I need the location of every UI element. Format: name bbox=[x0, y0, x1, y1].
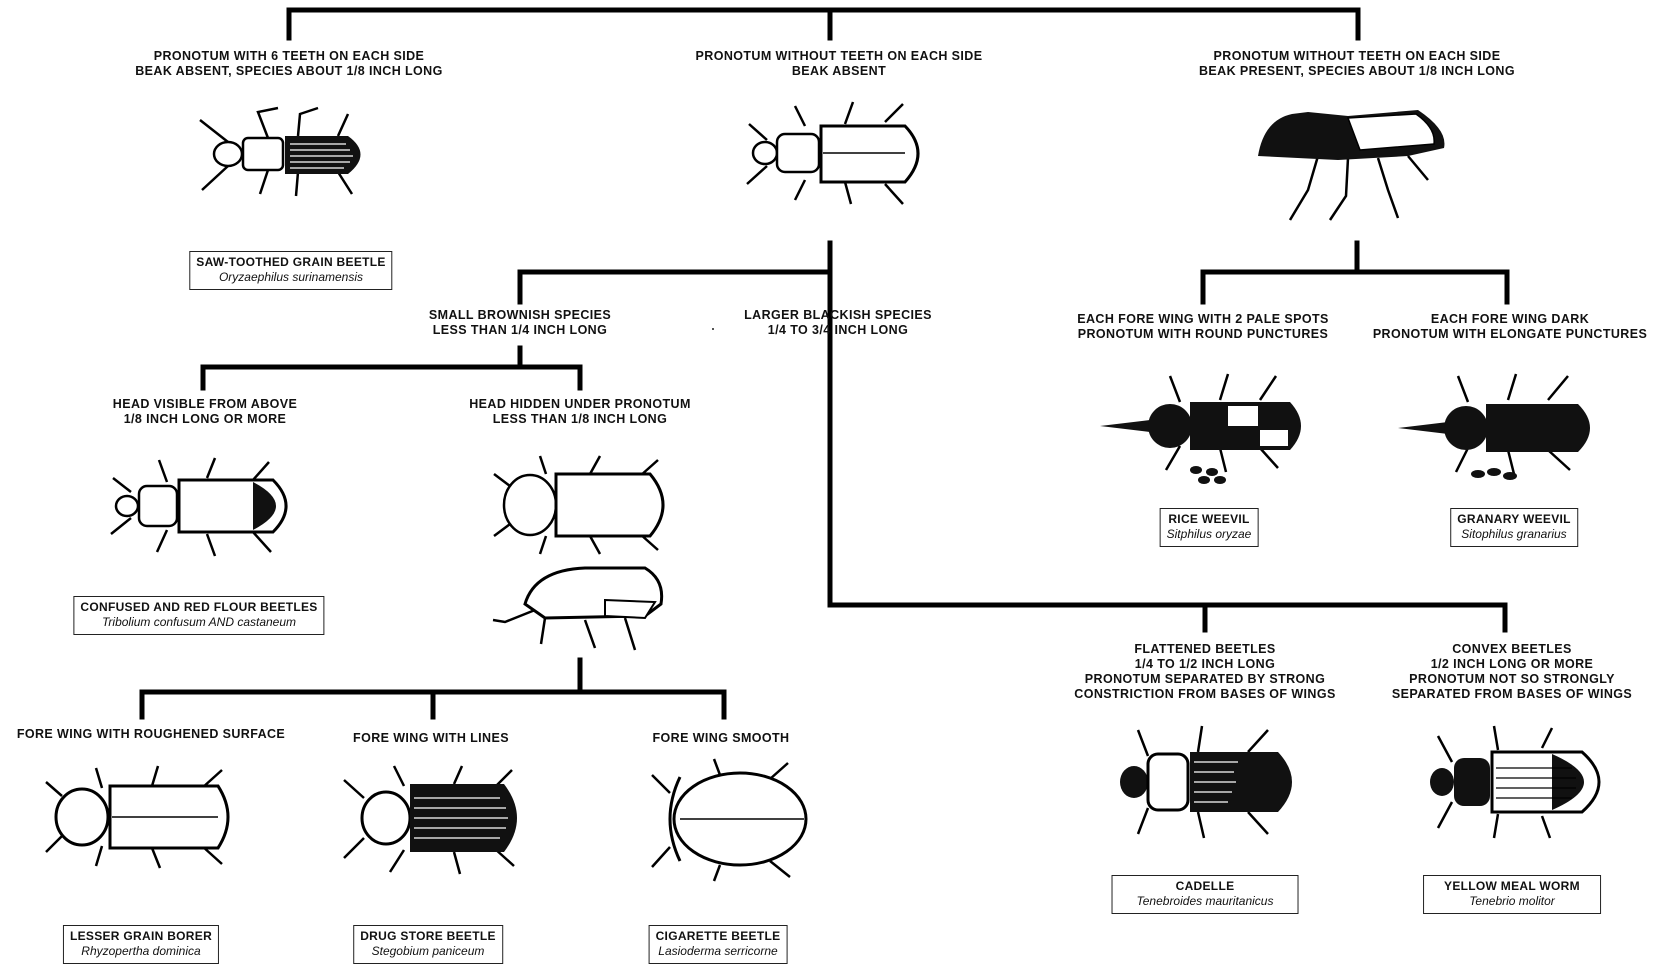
label-head-hidden: HEAD HIDDEN UNDER PRONOTUM LESS THAN 1/8… bbox=[469, 397, 691, 427]
rice-weevil-illustration bbox=[1100, 373, 1301, 484]
beak-present-weevil-illustration bbox=[1258, 110, 1445, 221]
species-box-lesser-grain-borer: LESSER GRAIN BORER Rhyzopertha dominica bbox=[62, 925, 220, 964]
label-line: PRONOTUM WITHOUT TEETH ON EACH SIDE bbox=[695, 49, 983, 63]
label-line: CONSTRICTION FROM BASES OF WINGS bbox=[1074, 687, 1336, 701]
head-hidden-beetle-illustration bbox=[493, 455, 665, 555]
species-scientific-name: Tenebrio molitor bbox=[1469, 894, 1555, 908]
lesser-grain-borer-illustration bbox=[45, 765, 230, 869]
label-line: SEPARATED FROM BASES OF WINGS bbox=[1391, 687, 1633, 701]
species-scientific-name: Lasioderma serricorne bbox=[658, 944, 778, 958]
label-line: LESS THAN 1/8 INCH LONG bbox=[492, 412, 668, 426]
label-line: 1/4 TO 1/2 INCH LONG bbox=[1134, 657, 1276, 671]
stray-mark bbox=[712, 328, 714, 330]
label-smooth: FORE WING SMOOTH bbox=[653, 731, 790, 746]
species-box-granary-weevil: GRANARY WEEVIL Sitophilus granarius bbox=[1450, 508, 1578, 547]
species-scientific-name: Sitphilus oryzae bbox=[1166, 527, 1252, 541]
label-line: EACH FORE WING WITH 2 PALE SPOTS bbox=[1077, 312, 1329, 326]
species-box-yellow-meal-worm: YELLOW MEAL WORM Tenebrio molitor bbox=[1423, 875, 1601, 914]
label-line: LESS THAN 1/4 INCH LONG bbox=[432, 323, 608, 337]
species-common-name: CIGARETTE BEETLE bbox=[655, 929, 781, 943]
label-with-lines: FORE WING WITH LINES bbox=[353, 731, 509, 746]
species-box-rice-weevil: RICE WEEVIL Sitphilus oryzae bbox=[1159, 508, 1259, 547]
label-pale-spots: EACH FORE WING WITH 2 PALE SPOTS PRONOTU… bbox=[1077, 312, 1328, 342]
label-head-visible: HEAD VISIBLE FROM ABOVE 1/8 INCH LONG OR… bbox=[113, 397, 297, 427]
species-common-name: SAW-TOOTHED GRAIN BEETLE bbox=[196, 255, 386, 269]
species-common-name: DRUG STORE BEETLE bbox=[360, 929, 496, 943]
granary-weevil-illustration bbox=[1398, 373, 1590, 480]
species-box-drug-store-beetle: DRUG STORE BEETLE Stegobium paniceum bbox=[353, 925, 503, 964]
beak-absent-beetle-illustration bbox=[746, 101, 920, 205]
species-scientific-name: Tenebroides mauritanicus bbox=[1136, 894, 1274, 908]
label-line: PRONOTUM WITH ELONGATE PUNCTURES bbox=[1372, 327, 1648, 341]
species-common-name: CONFUSED AND RED FLOUR BEETLES bbox=[80, 600, 318, 614]
side-view-beetle-illustration bbox=[492, 566, 664, 651]
label-no-teeth-beak: PRONOTUM WITHOUT TEETH ON EACH SIDE BEAK… bbox=[1199, 49, 1515, 79]
cigarette-beetle-illustration bbox=[651, 758, 808, 882]
label-line: HEAD VISIBLE FROM ABOVE bbox=[112, 397, 298, 411]
label-wing-dark: EACH FORE WING DARK PRONOTUM WITH ELONGA… bbox=[1373, 312, 1647, 342]
flour-beetle-illustration bbox=[110, 457, 288, 557]
label-line: PRONOTUM WITHOUT TEETH ON EACH SIDE bbox=[1213, 49, 1501, 63]
species-box-saw-toothed: SAW-TOOTHED GRAIN BEETLE Oryzaephilus su… bbox=[189, 251, 393, 290]
drug-store-beetle-illustration bbox=[343, 765, 517, 875]
species-common-name: LESSER GRAIN BORER bbox=[69, 929, 213, 943]
species-scientific-name: Oryzaephilus surinamensis bbox=[218, 270, 364, 284]
label-small-brownish: SMALL BROWNISH SPECIES LESS THAN 1/4 INC… bbox=[429, 308, 611, 338]
species-scientific-name: Sitophilus granarius bbox=[1461, 527, 1567, 541]
species-common-name: RICE WEEVIL bbox=[1168, 512, 1250, 526]
cadelle-illustration bbox=[1120, 725, 1292, 839]
label-line: HEAD HIDDEN UNDER PRONOTUM bbox=[469, 397, 691, 411]
yellow-meal-worm-illustration bbox=[1430, 725, 1601, 839]
label-line: FORE WING WITH ROUGHENED SURFACE bbox=[16, 727, 286, 741]
label-roughened: FORE WING WITH ROUGHENED SURFACE bbox=[17, 727, 285, 742]
label-line: SMALL BROWNISH SPECIES bbox=[428, 308, 612, 322]
species-box-cigarette-beetle: CIGARETTE BEETLE Lasioderma serricorne bbox=[648, 925, 788, 964]
label-line: BEAK PRESENT, SPECIES ABOUT 1/8 INCH LON… bbox=[1199, 64, 1515, 78]
label-line: BEAK ABSENT bbox=[791, 64, 887, 78]
label-line: PRONOTUM SEPARATED BY STRONG bbox=[1084, 672, 1326, 686]
label-line: FORE WING SMOOTH bbox=[652, 731, 790, 745]
label-line: 1/8 INCH LONG OR MORE bbox=[123, 412, 287, 426]
label-no-teeth-no-beak: PRONOTUM WITHOUT TEETH ON EACH SIDE BEAK… bbox=[696, 49, 983, 79]
label-line: CONVEX BEETLES bbox=[1452, 642, 1572, 656]
species-common-name: GRANARY WEEVIL bbox=[1457, 512, 1571, 526]
label-larger-blackish: LARGER BLACKISH SPECIES 1/4 TO 3/4 INCH … bbox=[744, 308, 932, 338]
species-box-flour-beetles: CONFUSED AND RED FLOUR BEETLES Tribolium… bbox=[73, 596, 325, 635]
label-line: FORE WING WITH LINES bbox=[353, 731, 509, 745]
label-line: PRONOTUM NOT SO STRONGLY bbox=[1409, 672, 1615, 686]
label-line: PRONOTUM WITH 6 TEETH ON EACH SIDE bbox=[153, 49, 425, 63]
species-scientific-name: Rhyzopertha dominica bbox=[81, 944, 201, 958]
label-line: 1/4 TO 3/4 INCH LONG bbox=[767, 323, 909, 337]
label-line: LARGER BLACKISH SPECIES bbox=[744, 308, 932, 322]
saw-toothed-beetle-illustration bbox=[199, 106, 361, 197]
label-six-teeth: PRONOTUM WITH 6 TEETH ON EACH SIDE BEAK … bbox=[135, 49, 442, 79]
label-line: PRONOTUM WITH ROUND PUNCTURES bbox=[1077, 327, 1329, 341]
label-convex: CONVEX BEETLES 1/2 INCH LONG OR MORE PRO… bbox=[1392, 642, 1632, 702]
label-line: FLATTENED BEETLES bbox=[1134, 642, 1276, 656]
species-scientific-name: Stegobium paniceum bbox=[371, 944, 485, 958]
label-line: BEAK ABSENT, SPECIES ABOUT 1/8 INCH LONG bbox=[135, 64, 443, 78]
label-line: EACH FORE WING DARK bbox=[1430, 312, 1590, 326]
label-flattened: FLATTENED BEETLES 1/4 TO 1/2 INCH LONG P… bbox=[1074, 642, 1335, 702]
species-scientific-name: Tribolium confusum AND castaneum bbox=[101, 615, 297, 629]
label-line: 1/2 INCH LONG OR MORE bbox=[1430, 657, 1594, 671]
species-box-cadelle: CADELLE Tenebroides mauritanicus bbox=[1111, 875, 1299, 914]
species-common-name: CADELLE bbox=[1175, 879, 1235, 893]
species-common-name: YELLOW MEAL WORM bbox=[1444, 879, 1580, 893]
